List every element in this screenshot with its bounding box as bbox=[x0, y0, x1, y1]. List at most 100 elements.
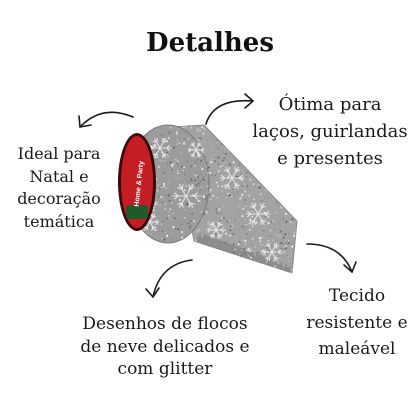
glitter-dot bbox=[185, 185, 188, 187]
glitter-dot bbox=[226, 245, 229, 247]
snowflake-branch bbox=[218, 223, 223, 226]
glitter-dot bbox=[249, 178, 252, 181]
glitter-dot bbox=[255, 256, 258, 258]
glitter-dot bbox=[261, 236, 263, 239]
glitter-dot bbox=[177, 160, 180, 163]
glitter-dot bbox=[167, 200, 170, 203]
glitter-dot bbox=[282, 263, 285, 266]
glitter-dot bbox=[167, 137, 170, 139]
snowflake-branch bbox=[260, 219, 263, 225]
glitter-dot bbox=[207, 191, 210, 193]
glitter-dot bbox=[183, 138, 186, 141]
snowflake-branch bbox=[193, 142, 195, 147]
snowflake-branch bbox=[268, 256, 271, 262]
snowflake-branch bbox=[274, 245, 279, 248]
glitter-dot bbox=[160, 201, 163, 204]
glitter-dot bbox=[201, 126, 204, 129]
callout-line: Ideal para bbox=[17, 144, 101, 163]
glitter-dot bbox=[213, 202, 215, 205]
glitter-dot bbox=[209, 194, 212, 197]
snowflake-branch bbox=[152, 215, 157, 218]
glitter-dot bbox=[176, 227, 179, 230]
glitter-dot bbox=[192, 210, 194, 212]
glitter-dot bbox=[277, 211, 280, 214]
snowflake-branch bbox=[274, 256, 279, 259]
glitter-dot bbox=[169, 126, 172, 129]
glitter-dot bbox=[233, 248, 236, 251]
glitter-dot bbox=[221, 233, 224, 235]
glitter-dot bbox=[275, 202, 278, 204]
snowflake-icon bbox=[187, 142, 205, 158]
glitter-dot bbox=[203, 140, 206, 143]
glitter-dot bbox=[208, 181, 210, 184]
glitter-dot bbox=[164, 208, 167, 210]
glitter-dot bbox=[205, 195, 208, 198]
glitter-dot bbox=[264, 202, 267, 205]
glitter-dot bbox=[243, 227, 245, 229]
glitter-dot bbox=[184, 125, 187, 128]
glitter-dot bbox=[258, 248, 260, 250]
glitter-dot bbox=[193, 189, 196, 192]
glitter-dot bbox=[293, 229, 296, 232]
glitter-dot bbox=[170, 168, 174, 172]
snowflake-branch bbox=[238, 174, 243, 179]
glitter-dot bbox=[226, 221, 229, 223]
glitter-dot bbox=[156, 184, 160, 187]
glitter-dot bbox=[154, 223, 157, 226]
glitter-dot bbox=[190, 177, 192, 180]
glitter-dot bbox=[203, 159, 207, 162]
glitter-dot bbox=[197, 200, 200, 202]
glitter-dot bbox=[244, 218, 247, 220]
glitter-dot bbox=[207, 222, 210, 226]
glitter-dot bbox=[262, 211, 264, 213]
glitter-dot bbox=[282, 236, 285, 239]
glitter-dot bbox=[209, 171, 212, 174]
glitter-dot bbox=[214, 232, 218, 235]
glitter-dot bbox=[196, 130, 198, 133]
glitter-dot bbox=[178, 158, 181, 161]
glitter-dot bbox=[167, 155, 170, 157]
glitter-dot bbox=[151, 134, 154, 137]
glitter-dot bbox=[240, 244, 242, 246]
snowflake-branch bbox=[177, 202, 183, 205]
glitter-dot bbox=[195, 174, 198, 177]
glitter-dot bbox=[244, 239, 247, 243]
curved-arrow-icon bbox=[205, 99, 254, 125]
glitter-dot bbox=[242, 207, 244, 210]
glitter-dot bbox=[181, 236, 184, 239]
glitter-dot bbox=[232, 243, 235, 246]
glitter-dot bbox=[181, 165, 184, 168]
glitter-dot bbox=[267, 239, 270, 242]
glitter-dot bbox=[184, 209, 187, 212]
snowflake-branch bbox=[207, 227, 212, 231]
snowflake-branch bbox=[152, 140, 158, 143]
glitter-dot bbox=[219, 206, 221, 208]
glitter-dot bbox=[189, 165, 193, 168]
snowflake-branch bbox=[264, 213, 269, 218]
glitter-dot bbox=[191, 148, 194, 150]
glitter-dot bbox=[272, 219, 275, 222]
glitter-dot bbox=[247, 237, 249, 239]
glitter-dot bbox=[165, 234, 169, 237]
glitter-dot bbox=[210, 163, 212, 165]
glitter-dot bbox=[155, 201, 158, 204]
glitter-dot bbox=[173, 217, 176, 220]
glitter-dot bbox=[161, 220, 164, 223]
glitter-dot bbox=[204, 154, 206, 156]
snowflake-arm bbox=[153, 137, 161, 149]
glitter-dot bbox=[150, 233, 152, 235]
glitter-dot bbox=[238, 244, 240, 246]
glitter-dot bbox=[285, 247, 288, 250]
glitter-dot bbox=[268, 249, 271, 251]
glitter-dot bbox=[239, 253, 241, 255]
glitter-dot bbox=[286, 215, 288, 217]
snowflake-arm bbox=[231, 177, 239, 189]
glitter-dot bbox=[239, 203, 242, 206]
glitter-dot bbox=[279, 230, 282, 233]
glitter-dot bbox=[184, 217, 186, 219]
snowflake-arm bbox=[185, 195, 194, 208]
snowflake-icon bbox=[219, 167, 245, 189]
glitter-dot bbox=[214, 156, 216, 158]
snowflake-branch bbox=[174, 195, 179, 200]
glitter-dot bbox=[272, 198, 274, 200]
